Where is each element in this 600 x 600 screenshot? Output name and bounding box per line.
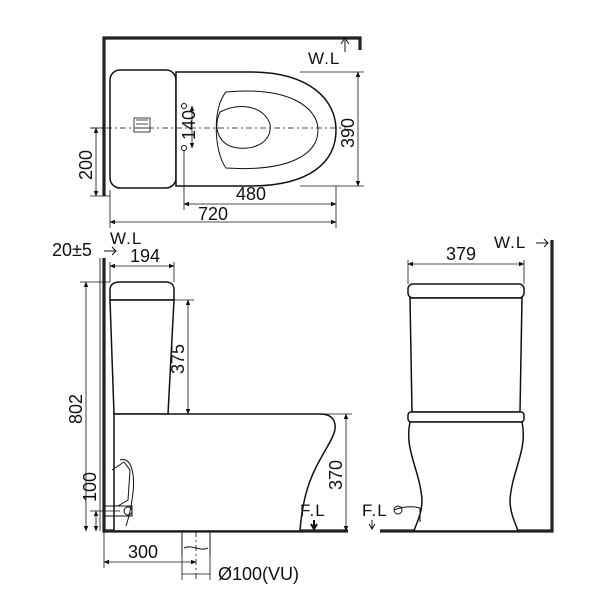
front-supply-line [393,506,421,522]
front-wall-arrow-icon [536,238,549,248]
dim-tank-depth: 194 [130,246,160,266]
front-tank-lid [407,283,525,299]
side-floor-label: F.L [300,501,326,520]
front-tank [409,297,523,413]
dim-depth: 390 [338,118,358,148]
plan-bowl-opening [216,106,271,149]
plan-bowl [175,71,337,187]
dim-total-height: 802 [66,394,86,424]
front-bowl [408,421,524,532]
drain-pipe [181,531,211,556]
dim-outlet: Ø100(VU) [218,564,299,584]
dim-total-length: 720 [198,204,228,224]
dim-seat-height: 370 [326,460,346,490]
plan-seat [215,90,319,170]
dim-tank-height: 375 [168,344,188,374]
dim-width: 379 [446,244,476,264]
dim-rough-in: 300 [128,542,158,562]
plan-view: W.L 140 390 200 480 720 [76,36,364,228]
dim-gap: 20±5 [52,240,92,260]
dim-offset: 200 [76,150,96,180]
front-seat [407,411,525,423]
side-bowl [113,413,336,532]
side-view: W.L 20±5 194 375 802 370 100 F.L [52,229,352,584]
front-floor-label: F.L [362,501,388,520]
plan-wall [102,36,362,196]
front-wall-label: W.L [494,233,526,252]
flush-button [133,117,151,133]
dim-bolt-spacing: 140 [179,110,199,140]
dim-inlet-height: 100 [80,472,100,502]
side-tank [109,299,175,415]
gap-arrow-icon [104,246,117,256]
side-trapway [119,459,134,527]
front-view: 379 W.L F.L [362,233,554,533]
wall-arrow-icon [340,37,350,52]
floor-arrow-icon [310,520,318,531]
side-tank-lid [109,281,175,301]
side-wall-label: W.L [110,229,142,248]
front-floor-arrow-icon [368,520,376,530]
plan-wall-label: W.L [308,49,340,68]
bolt-hole-top [181,103,187,109]
dim-bowl-length: 480 [236,184,266,204]
